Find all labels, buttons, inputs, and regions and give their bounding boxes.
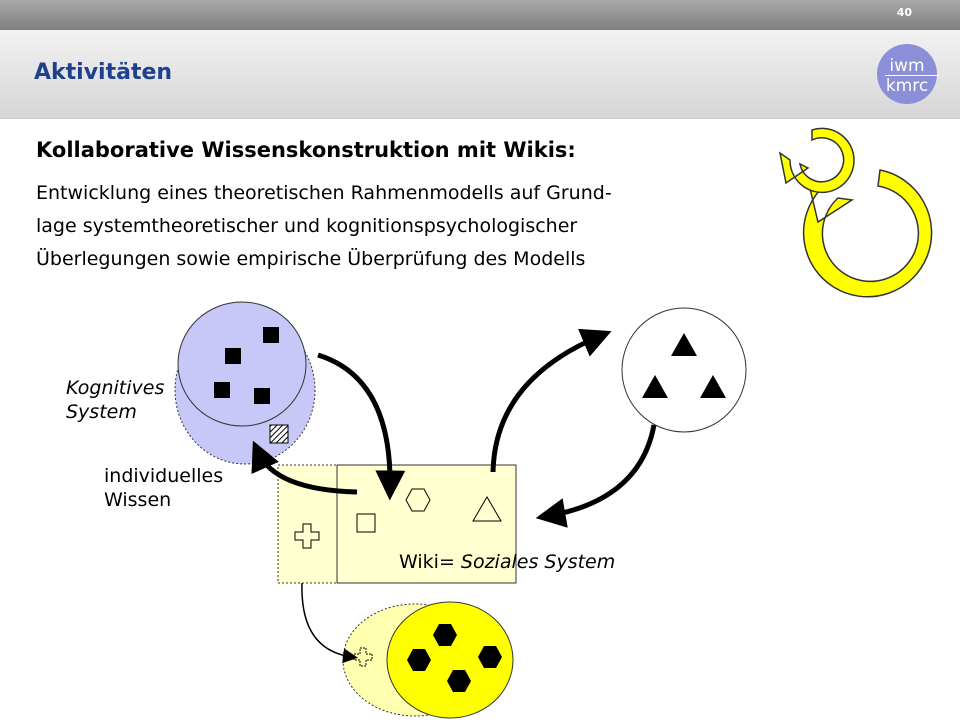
square-icon <box>254 388 270 404</box>
slide-heading: Kollaborative Wissenskonstruktion mit Wi… <box>36 138 576 162</box>
hexagon-icon <box>447 670 471 692</box>
hexagon-icon <box>407 649 431 671</box>
square-icon <box>263 327 279 343</box>
section-title: Aktivitäten <box>34 60 173 85</box>
body-line-2: lage systemtheoretischer und kognitionsp… <box>36 215 578 237</box>
top-bar: 40 <box>0 0 960 30</box>
other-system-circle <box>621 307 747 433</box>
header-band <box>0 30 960 119</box>
cognitive-label-line-1: Kognitives <box>66 377 165 399</box>
wiki-box <box>336 464 517 584</box>
curved-arrow-icon <box>301 582 358 664</box>
hexagon-icon <box>478 646 502 668</box>
curved-arrow-icon <box>317 352 406 501</box>
wiki-label: Wiki= Soziales System <box>399 550 615 574</box>
hexagon-icon <box>433 624 457 646</box>
wiki-label-prefix: Wiki <box>399 551 439 573</box>
page-number: 40 <box>896 6 912 19</box>
yellow-system-circle <box>386 601 514 719</box>
square-icon <box>214 382 230 398</box>
body-text: Entwicklung eines theoretischen Rahmenmo… <box>36 177 776 276</box>
logo-line-2: kmrc <box>885 76 929 96</box>
triangle-icon <box>700 375 726 398</box>
individual-label-line-2: Wissen <box>104 489 172 511</box>
curved-arrow-icon <box>251 440 358 495</box>
hexagon-icon <box>405 488 431 512</box>
logo-rule <box>885 75 939 76</box>
body-line-1: Entwicklung eines theoretischen Rahmenmo… <box>36 182 612 204</box>
logo-line-1: iwm <box>889 56 925 76</box>
triangle-icon <box>671 333 697 356</box>
square-icon <box>225 348 241 364</box>
curved-arrow-icon <box>535 424 657 528</box>
individual-label-line-1: individuelles <box>104 465 224 487</box>
cognitive-label-line-2: System <box>66 401 137 423</box>
iwm-kmrc-logo: iwm kmrc <box>877 44 939 104</box>
individual-knowledge-label: individuelles Wissen <box>104 464 223 512</box>
triangle-icon <box>642 375 668 398</box>
curved-arrow-icon <box>490 328 612 473</box>
triangle-icon <box>472 496 502 522</box>
body-line-3: Überlegungen sowie empirische Überprüfun… <box>36 248 586 270</box>
hatched-square-icon <box>269 424 289 444</box>
square-icon <box>356 513 376 533</box>
wiki-label-suffix: = Soziales System <box>438 551 616 573</box>
cognitive-system-label: Kognitives System <box>66 376 164 424</box>
cognitive-system-circle <box>177 301 307 427</box>
cross-icon <box>294 523 320 549</box>
cycle-arrows-icon <box>778 127 933 298</box>
